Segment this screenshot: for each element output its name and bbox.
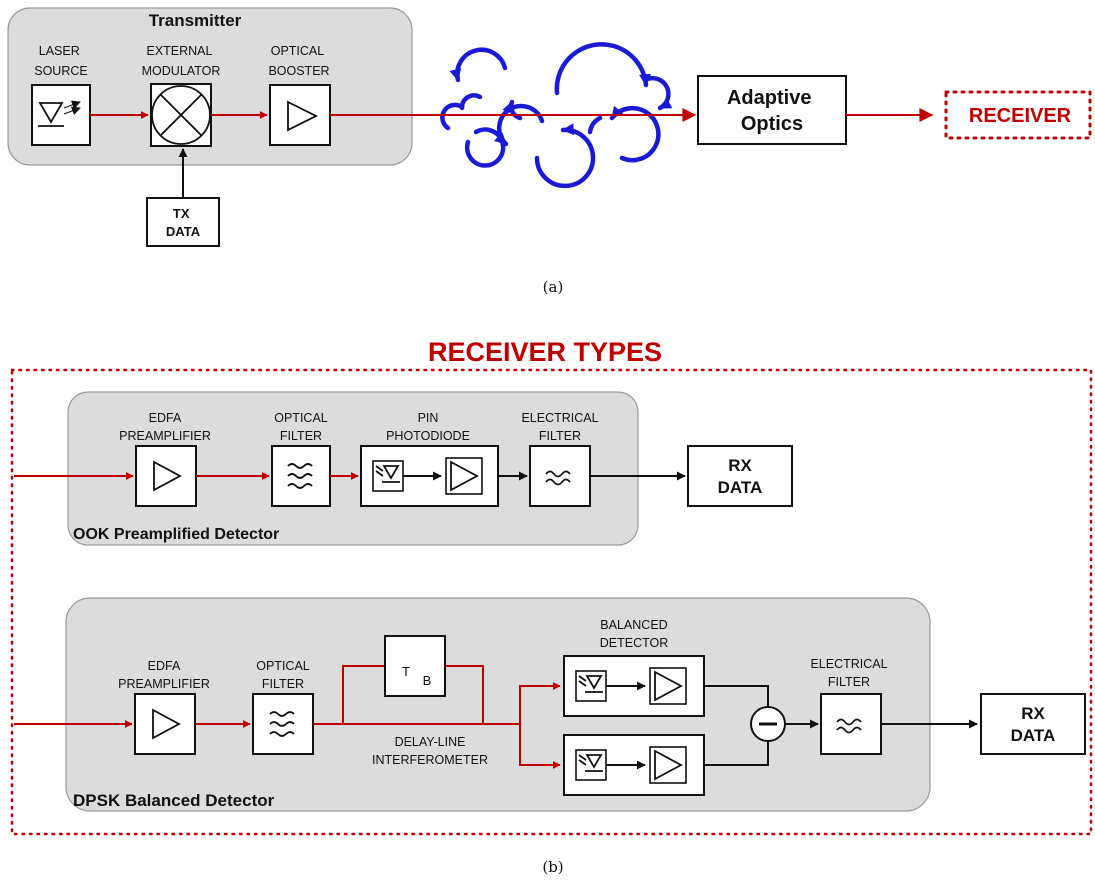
dpsk-panel: DPSK Balanced Detector <box>65 597 931 812</box>
laser-source: LASER SOURCE <box>31 44 91 146</box>
caption-a: (a) <box>543 278 564 296</box>
tx-data-block: TX DATA <box>146 197 220 247</box>
svg-text:TX DATA: TX DATA <box>166 206 201 239</box>
external-modulator: EXTERNAL MODULATOR <box>142 44 221 147</box>
mixer-icon <box>151 85 211 145</box>
receiver-types-title: RECEIVER TYPES <box>428 337 662 367</box>
svg-text:Adaptive Optics: Adaptive Optics <box>727 87 817 135</box>
optical-booster: OPTICAL BOOSTER <box>268 44 331 146</box>
photodiode-icon <box>578 754 603 772</box>
amplifier-icon <box>153 460 182 492</box>
amplifier-icon <box>287 100 319 132</box>
transmitter-title: Transmitter <box>149 11 242 30</box>
photodiode-icon <box>375 465 400 483</box>
subtractor-icon <box>750 706 786 742</box>
receiver-reference: RECEIVER <box>944 90 1092 140</box>
delay-subscript: B <box>423 673 432 688</box>
electrical-filter-icon <box>545 470 571 486</box>
amplifier-icon <box>450 460 479 492</box>
optical-filter-icon <box>287 463 313 489</box>
amplifier-icon <box>654 670 683 702</box>
adaptive-optics-block: Adaptive Optics <box>697 75 847 145</box>
svg-text:EXTERNAL MODULATOR: EXTERNAL MODULATOR <box>142 44 221 78</box>
turbulence-icon <box>440 42 673 189</box>
amplifier-icon <box>654 749 683 781</box>
svg-text:RECEIVER: RECEIVER <box>969 105 1072 127</box>
receiver-types-frame <box>10 368 1093 836</box>
ook-panel-label: OOK Preamplified Detector <box>73 526 279 543</box>
electrical-filter-icon <box>836 718 862 734</box>
laser-diode-icon <box>38 100 81 127</box>
photodiode-icon <box>578 675 603 693</box>
dpsk-panel-label: DPSK Balanced Detector <box>73 791 275 810</box>
svg-text:OPTICAL BOOSTER: OPTICAL BOOSTER <box>268 44 329 78</box>
amplifier-icon <box>152 708 181 740</box>
optical-filter-icon <box>269 711 295 737</box>
svg-text:LASER SOURCE: LASER SOURCE <box>34 44 87 78</box>
caption-b: (b) <box>542 858 563 876</box>
delay-symbol: T <box>402 664 410 679</box>
